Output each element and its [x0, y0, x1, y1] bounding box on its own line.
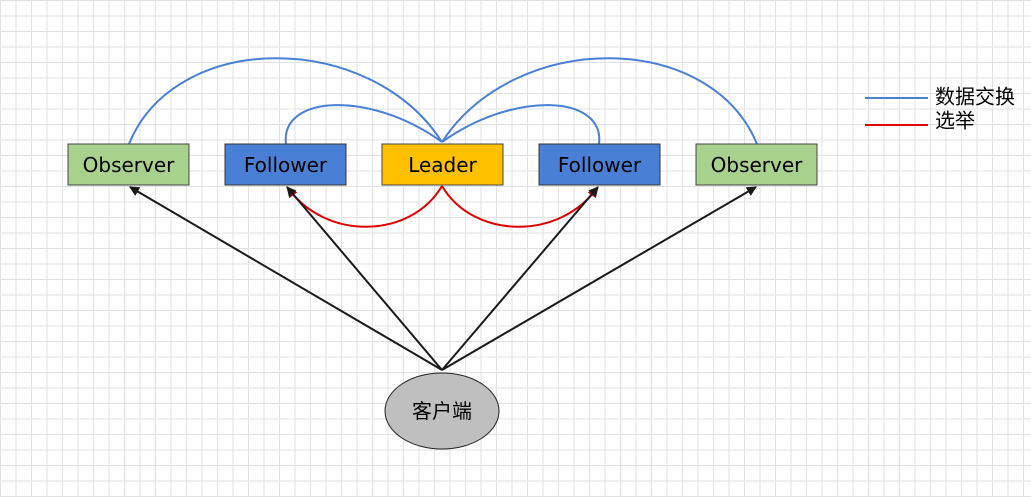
node-leader-label: Leader — [408, 153, 477, 177]
node-follower-right-label: Follower — [558, 153, 642, 177]
data-exchange-edges — [128, 57, 758, 145]
node-client: 客户端 — [384, 372, 500, 450]
node-observer-right: Observer — [695, 143, 818, 186]
edge-observer-right-leader — [441, 57, 758, 145]
edge-election-follower-right — [441, 185, 598, 228]
node-leader: Leader — [381, 143, 504, 186]
node-follower-left-label: Follower — [244, 153, 328, 177]
node-observer-right-box — [695, 143, 818, 186]
client-edges — [129, 186, 757, 371]
edge-follower-left-leader — [284, 104, 443, 145]
node-client-label: 客户端 — [412, 399, 472, 423]
node-observer-right-label: Observer — [711, 153, 804, 177]
edge-client-follower-left — [286, 186, 443, 371]
edge-client-follower-right — [441, 186, 599, 371]
legend-data-exchange-label: 数据交换 — [935, 85, 1015, 109]
edge-client-observer-left — [129, 186, 443, 371]
node-follower-left: Follower — [224, 143, 347, 186]
edge-election-follower-left — [287, 185, 443, 228]
node-client-ellipse — [384, 372, 500, 450]
node-observer-left-label: Observer — [83, 153, 176, 177]
node-follower-left-box — [224, 143, 347, 186]
edge-client-observer-right — [441, 186, 757, 371]
legend-election-label: 选举 — [935, 109, 975, 133]
node-follower-right-box — [538, 143, 661, 186]
node-leader-box — [381, 143, 504, 186]
edge-follower-right-leader — [441, 104, 601, 145]
node-follower-right: Follower — [538, 143, 661, 186]
node-observer-left: Observer — [67, 143, 190, 186]
node-observer-left-box — [67, 143, 190, 186]
legend: 数据交换 选举 — [865, 85, 1015, 133]
election-edges — [287, 185, 598, 228]
edge-observer-left-leader — [128, 57, 443, 145]
